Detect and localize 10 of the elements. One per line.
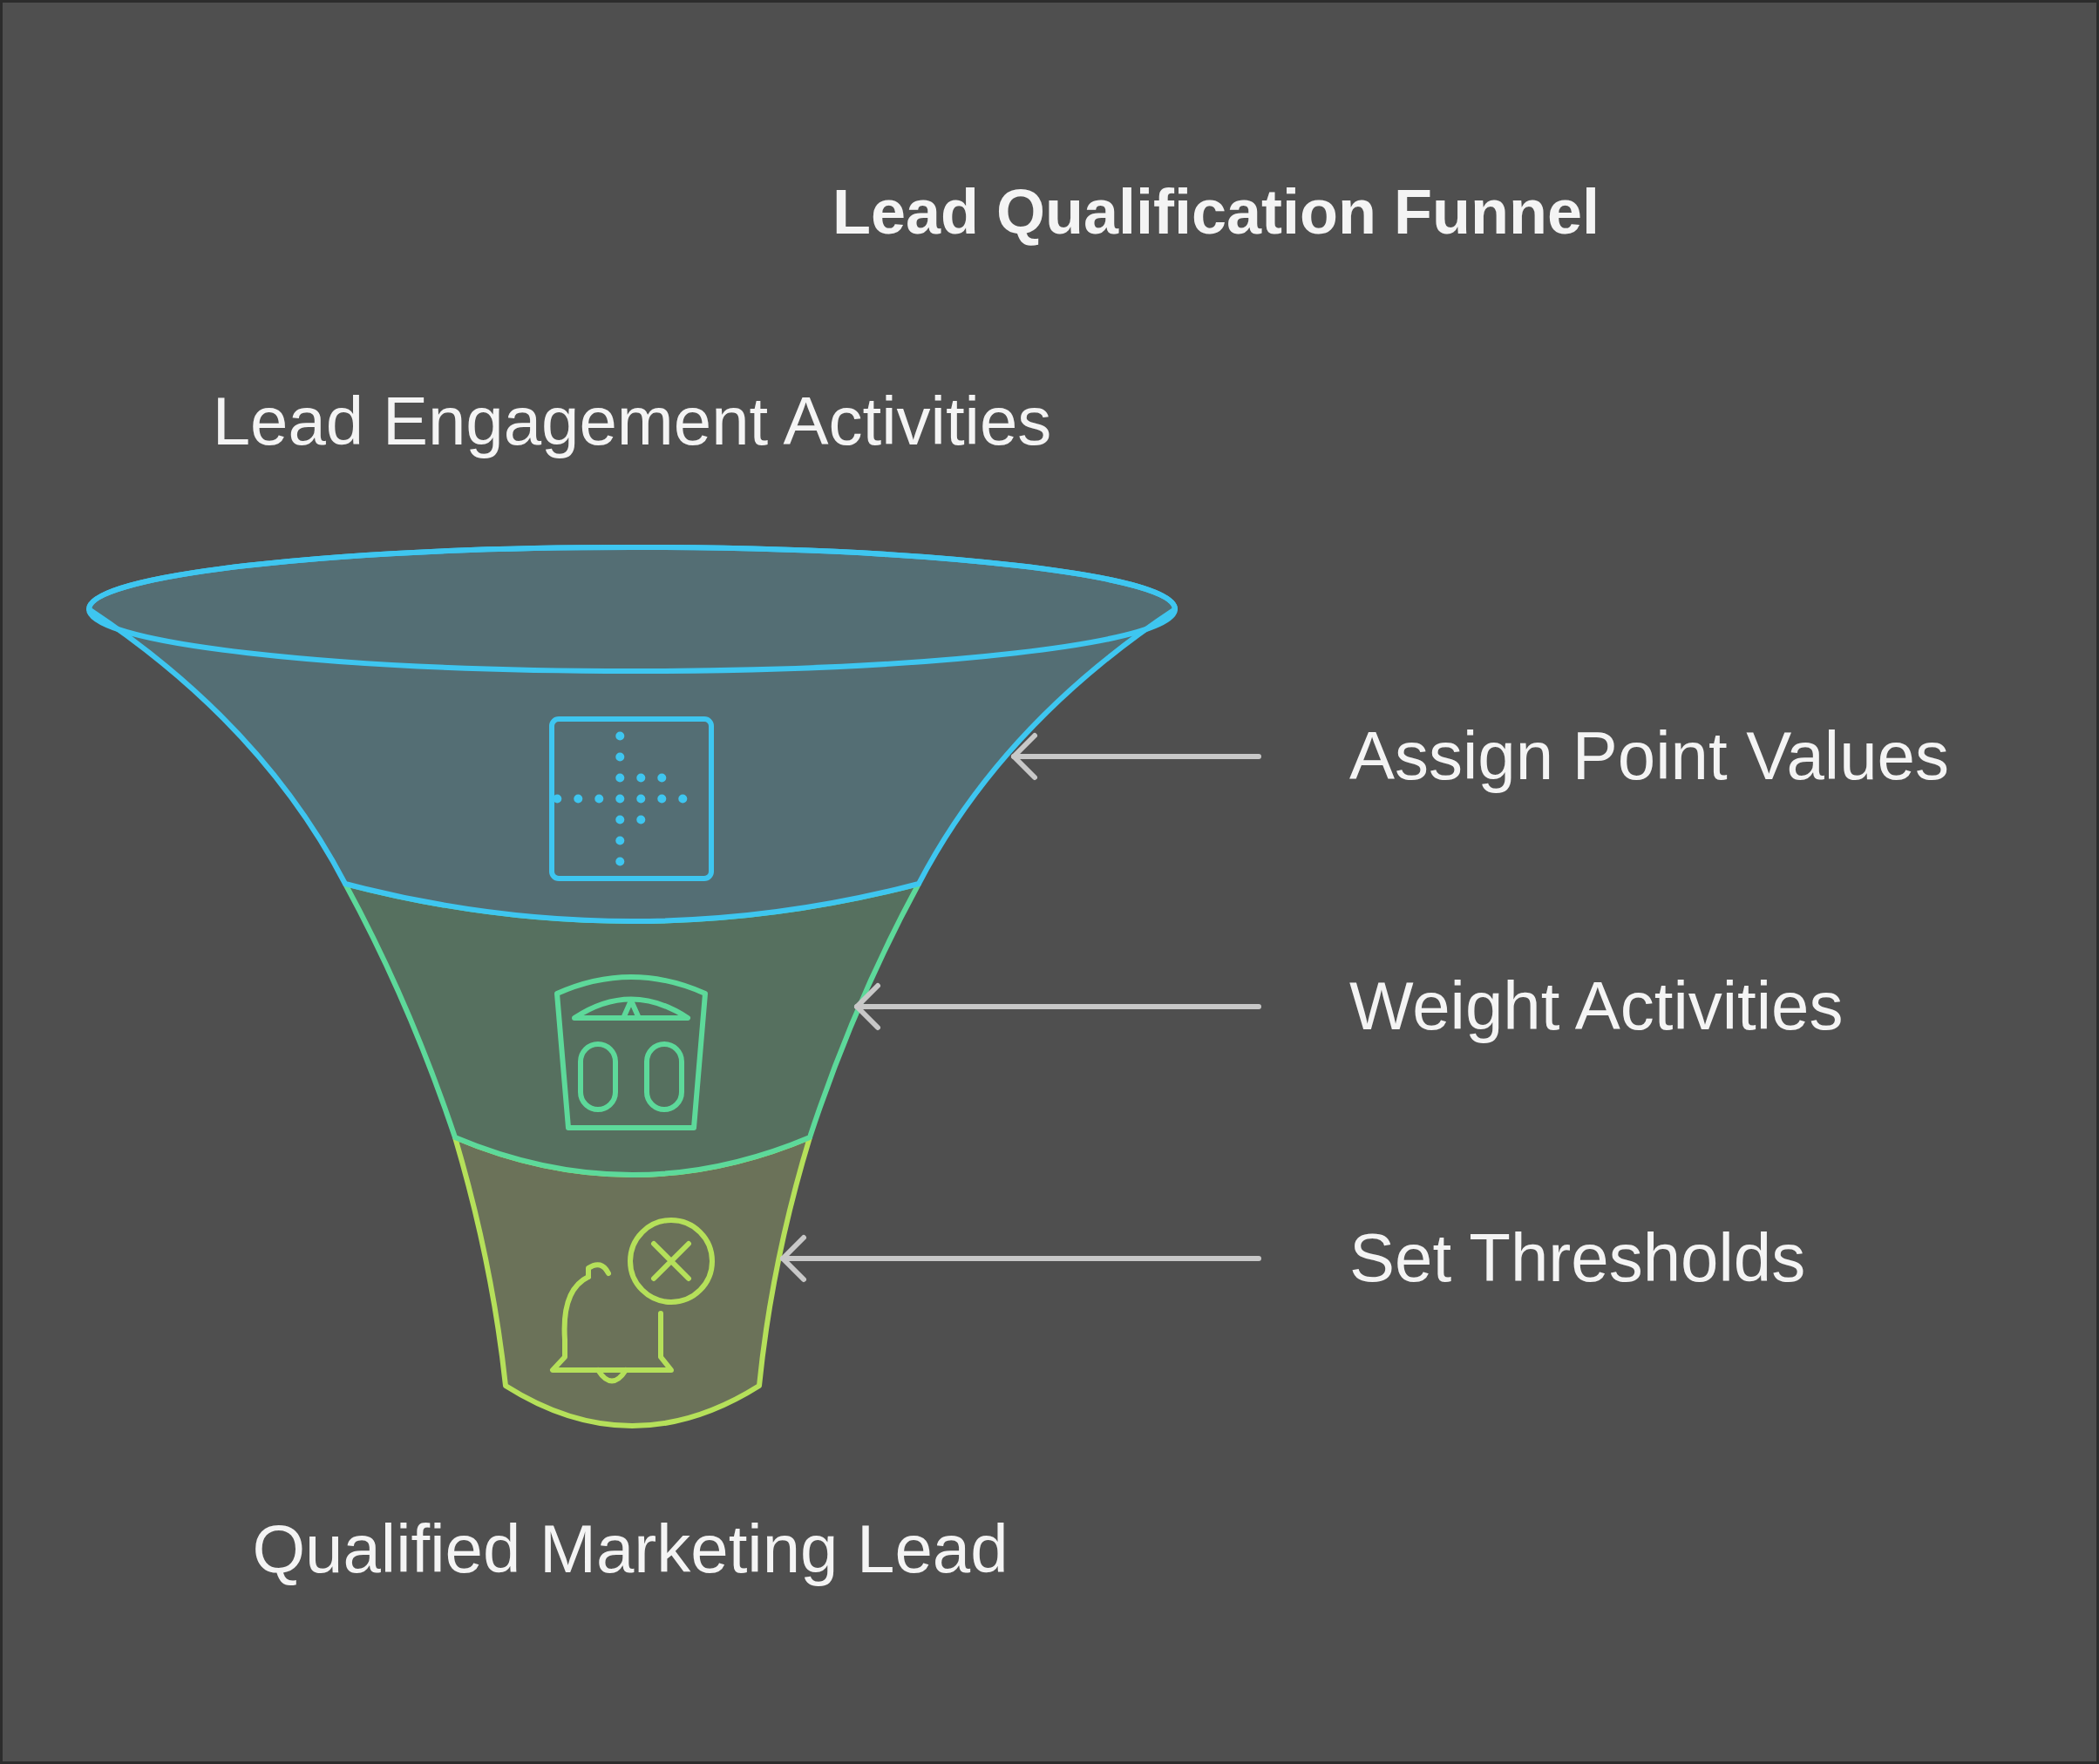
funnel-top-label: Lead Engagement Activities — [212, 382, 1052, 462]
diagram-title: Lead Qualification Funnel — [832, 175, 1600, 248]
funnel-bottom-label: Qualified Marketing Lead — [252, 1510, 1009, 1590]
step-label: Weight Activities — [1349, 966, 1844, 1048]
arrow — [1011, 733, 1261, 780]
step-label: Set Thresholds — [1349, 1218, 1806, 1299]
arrow — [854, 983, 1261, 1030]
funnel-section — [86, 545, 1178, 924]
step-label: Assign Point Values — [1349, 716, 1949, 797]
arrow — [780, 1235, 1261, 1282]
